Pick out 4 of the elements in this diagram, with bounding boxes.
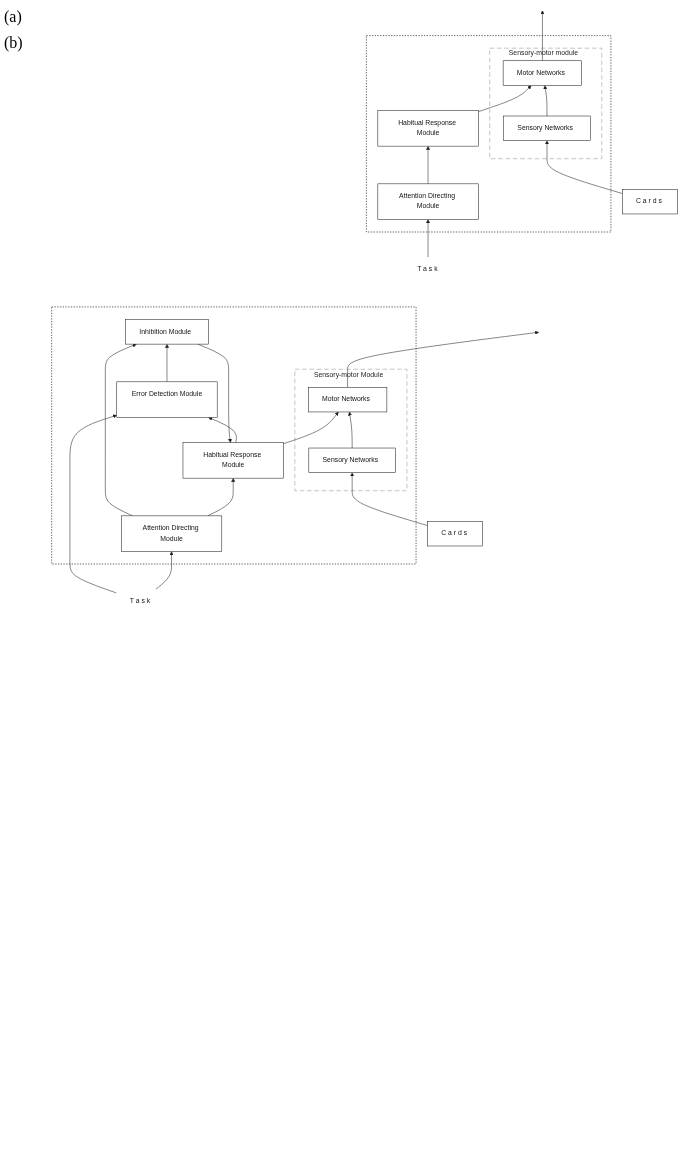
cluster: [51, 306, 417, 565]
cluster: [366, 35, 612, 233]
panel-label: (b): [4, 34, 24, 52]
panel-label: (a): [4, 8, 23, 26]
